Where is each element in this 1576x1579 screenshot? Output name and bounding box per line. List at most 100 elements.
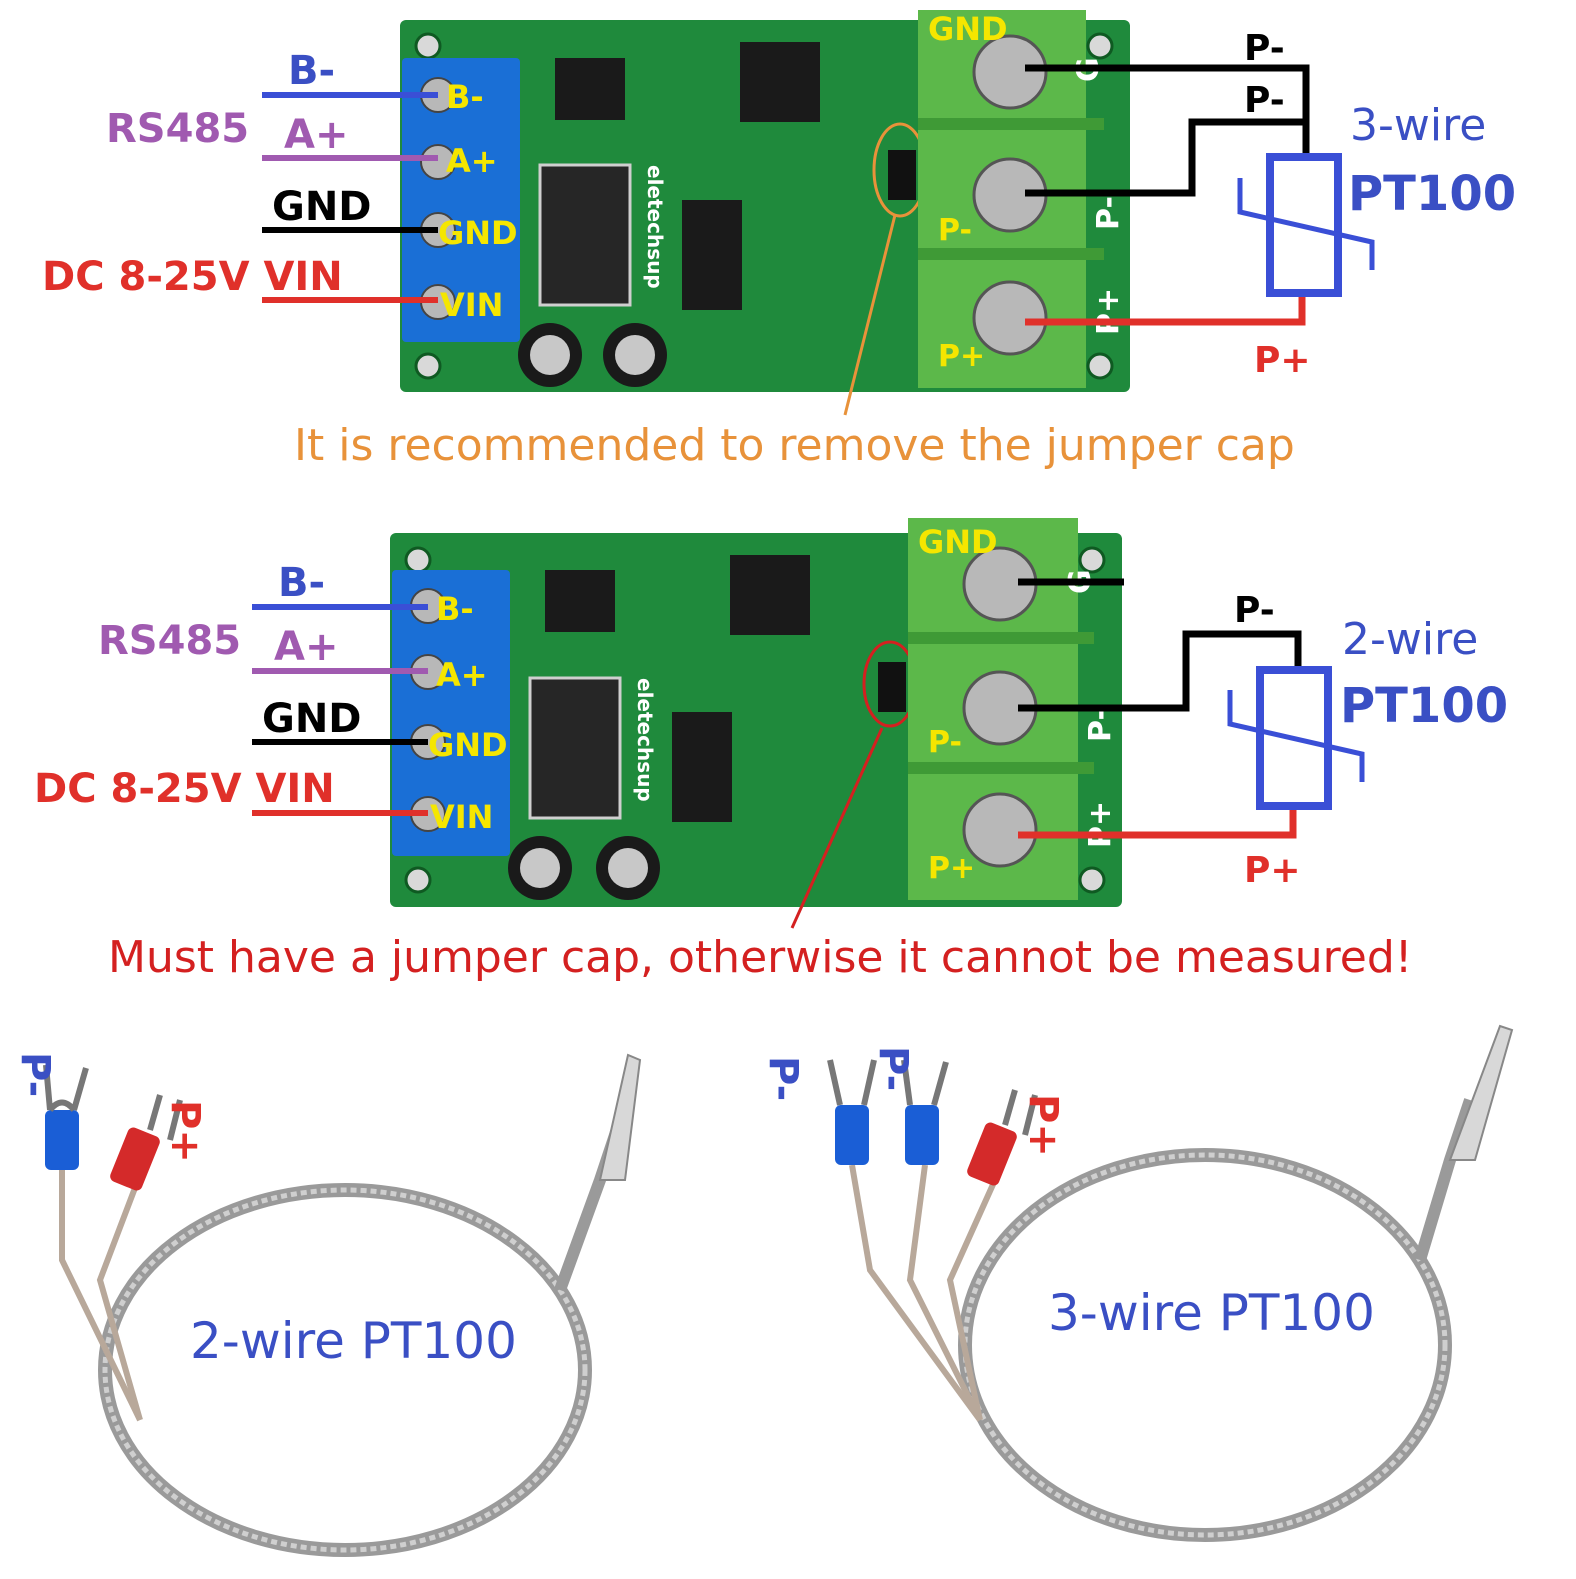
ic-chip xyxy=(740,42,820,122)
label-gnd: GND xyxy=(272,184,372,230)
label-rs485: RS485 xyxy=(98,618,241,664)
lug-label-p-plus: P+ xyxy=(1020,1094,1066,1157)
probe-label-p-plus: P+ xyxy=(1244,850,1301,891)
board2-note: Must have a jumper cap, otherwise it can… xyxy=(108,932,1412,983)
voltage-regulator xyxy=(528,676,622,820)
ic-chip xyxy=(672,712,732,822)
lug-label-p-minus: P- xyxy=(12,1052,58,1097)
jumper-cap xyxy=(888,150,916,200)
side-silk-p-minus: P- xyxy=(1083,708,1118,742)
screw xyxy=(972,280,1048,356)
probe-cable-loop-inner xyxy=(962,1152,1448,1538)
blue-lug-sleeve xyxy=(835,1105,869,1165)
pt100-thermal-arrow xyxy=(1227,690,1365,782)
probe-caption: 3-wire PT100 xyxy=(1048,1284,1375,1342)
side-silk-p-plus: P+ xyxy=(1091,288,1126,335)
label-gnd: GND xyxy=(262,696,362,742)
probe-lead-wire xyxy=(59,1170,143,1422)
terminal-label-p-plus: P+ xyxy=(938,339,985,374)
terminal-label-p-minus: P- xyxy=(938,213,972,248)
probe-cable-loop-inner xyxy=(102,1187,588,1553)
screw-label-gnd: GND xyxy=(428,726,508,764)
terminal-ridge xyxy=(918,118,1104,130)
sensor-wire-type: 3-wire xyxy=(1350,100,1486,151)
spade-fork xyxy=(147,1094,183,1141)
screw xyxy=(962,792,1038,868)
screw-label-a-plus: A+ xyxy=(436,656,488,694)
board1-note: It is recommended to remove the jumper c… xyxy=(294,420,1295,471)
board-1: eletechsup B- A+ GND VIN GND P- P+ G P- … xyxy=(42,10,1516,471)
capacitor-top xyxy=(615,335,655,375)
probe-right: P- P- P+ 3-wire PT100 xyxy=(760,1024,1514,1542)
sensor-model: PT100 xyxy=(1348,166,1516,222)
brand-silkscreen: eletechsup xyxy=(633,678,657,802)
red-lug-sleeve xyxy=(967,1122,1017,1186)
probe-sheath xyxy=(1448,1024,1514,1161)
screw-label-b-minus: B- xyxy=(446,78,484,116)
wire-p-minus-2 xyxy=(1025,118,1306,197)
jumper-cap xyxy=(878,662,906,712)
sensor-wire-type: 2-wire xyxy=(1342,614,1478,665)
screw-label-vin: VIN xyxy=(430,798,493,836)
lug-label-p-minus-1: P- xyxy=(760,1056,806,1101)
label-a-plus: A+ xyxy=(274,624,338,670)
mount-hole xyxy=(414,32,442,60)
probe-left: P- P+ 2-wire PT100 xyxy=(12,1052,642,1557)
mount-hole xyxy=(404,866,432,894)
pt100-resistor-symbol xyxy=(1256,666,1332,810)
mount-hole xyxy=(1086,352,1114,380)
label-a-plus: A+ xyxy=(284,112,348,158)
probe-label-p-minus: P- xyxy=(1234,590,1275,631)
screw xyxy=(420,144,456,180)
label-dc-vin: DC 8-25V VIN xyxy=(42,254,343,300)
screw-label-gnd: GND xyxy=(438,214,518,252)
ic-chip xyxy=(545,570,615,632)
screw-label-a-plus: A+ xyxy=(446,142,498,180)
terminal-label-gnd: GND xyxy=(918,523,998,561)
side-silk-p-minus: P- xyxy=(1091,196,1126,230)
lug-label-p-minus-2: P- xyxy=(870,1046,916,1091)
wire-p-plus xyxy=(1025,293,1306,326)
ic-chip xyxy=(730,555,810,635)
lug-label-p-plus: P+ xyxy=(162,1100,208,1163)
sensor-model: PT100 xyxy=(1340,678,1508,734)
ic-chip xyxy=(555,58,625,120)
probe-label-p-minus-top: P- xyxy=(1244,28,1285,69)
probe-sheath xyxy=(598,1053,642,1181)
wire-p-minus-1 xyxy=(1025,64,1310,155)
brand-silkscreen: eletechsup xyxy=(643,165,667,289)
spade-fork xyxy=(1002,1089,1038,1136)
probe-lead-wire xyxy=(96,1178,143,1421)
board-2: eletechsup B- A+ GND VIN GND P- P+ G P- … xyxy=(34,518,1508,983)
mount-hole xyxy=(1078,866,1106,894)
wire-p-minus xyxy=(1018,630,1302,712)
mount-hole xyxy=(1078,546,1106,574)
jumper-pointer-line xyxy=(790,727,884,929)
screw xyxy=(972,34,1048,110)
mount-hole xyxy=(414,352,442,380)
pt100-thermal-arrow xyxy=(1237,178,1375,270)
capacitor-top xyxy=(608,848,648,888)
red-lug-sleeve xyxy=(110,1127,160,1191)
spade-fork xyxy=(901,1059,949,1106)
probe-label-p-minus-second: P- xyxy=(1244,80,1285,121)
terminal-ridge xyxy=(908,762,1094,774)
screw-label-b-minus: B- xyxy=(436,590,474,628)
voltage-regulator xyxy=(538,163,632,307)
mount-hole xyxy=(1086,32,1114,60)
label-b-minus: B- xyxy=(288,48,335,94)
side-silk-p-plus: P+ xyxy=(1083,801,1118,848)
terminal-ridge xyxy=(908,632,1094,644)
label-b-minus: B- xyxy=(278,560,325,606)
jumper-pointer-line xyxy=(843,214,897,416)
rs485-terminal-block xyxy=(392,570,510,856)
terminal-ridge xyxy=(918,248,1104,260)
pt100-resistor-symbol xyxy=(1266,153,1342,297)
ic-chip xyxy=(682,200,742,310)
wire-p-plus xyxy=(1018,805,1297,839)
spade-fork xyxy=(827,1059,877,1106)
probe-label-p-plus: P+ xyxy=(1254,340,1311,381)
terminal-label-gnd: GND xyxy=(928,10,1008,48)
spade-fork xyxy=(43,1064,89,1112)
